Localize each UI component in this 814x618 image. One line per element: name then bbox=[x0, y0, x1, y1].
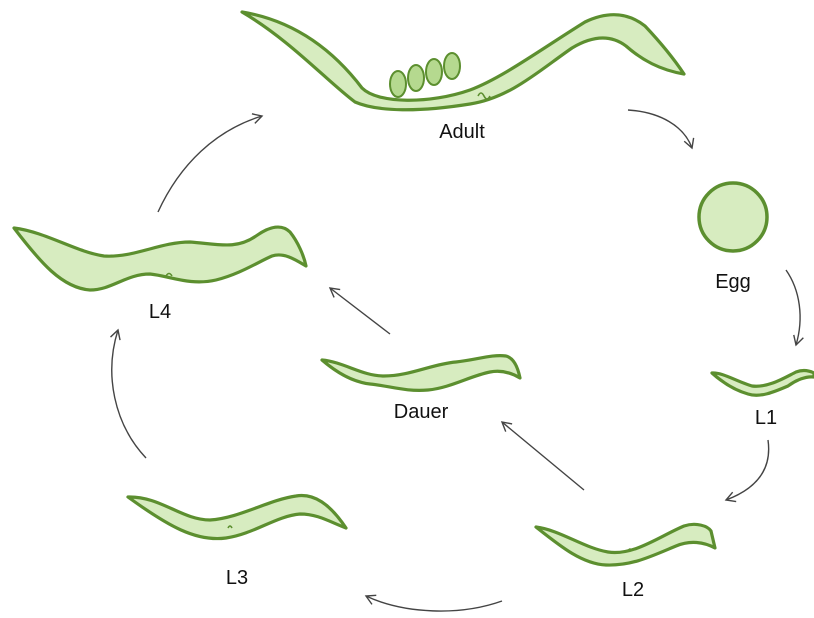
arrow-l4-to-adult bbox=[158, 116, 262, 212]
label-l1: L1 bbox=[755, 407, 777, 429]
l1-worm bbox=[712, 370, 814, 395]
internal-egg bbox=[426, 59, 442, 85]
label-l3: L3 bbox=[226, 567, 248, 589]
internal-egg bbox=[390, 71, 406, 97]
label-dauer: Dauer bbox=[394, 401, 449, 423]
adult-worm bbox=[242, 12, 684, 110]
l3-worm bbox=[128, 496, 346, 539]
dauer-worm bbox=[322, 356, 520, 391]
l4-worm bbox=[14, 227, 306, 290]
arrow-dauer-to-l4 bbox=[330, 288, 390, 334]
internal-egg bbox=[408, 65, 424, 91]
l2-worm bbox=[536, 524, 715, 565]
egg bbox=[699, 183, 767, 251]
label-egg: Egg bbox=[715, 271, 751, 293]
internal-egg bbox=[444, 53, 460, 79]
label-adult: Adult bbox=[439, 121, 485, 143]
arrow-adult-to-egg bbox=[628, 110, 692, 148]
label-l2: L2 bbox=[622, 579, 644, 601]
arrow-l2-to-l3 bbox=[366, 596, 502, 611]
arrow-l2-to-dauer bbox=[502, 422, 584, 490]
arrow-l1-to-l2 bbox=[726, 440, 769, 500]
label-l4: L4 bbox=[149, 301, 171, 323]
arrow-egg-to-l1 bbox=[786, 270, 800, 345]
arrow-l3-to-l4 bbox=[112, 330, 146, 458]
